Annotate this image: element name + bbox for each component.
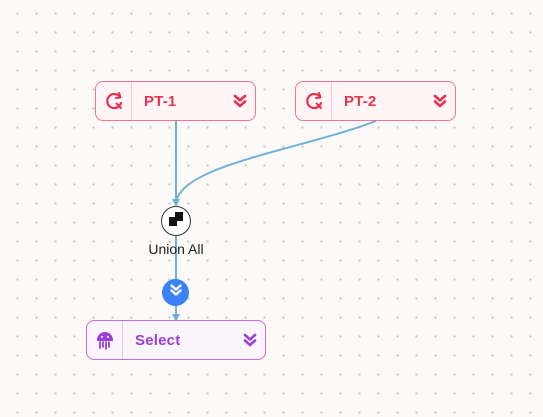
expand-button[interactable] [162, 279, 189, 306]
union-icon [167, 210, 185, 233]
node-select[interactable]: Select [86, 320, 266, 360]
node-select-label: Select [135, 331, 181, 349]
chevron-double-down-icon[interactable] [235, 333, 265, 347]
refresh-x-icon [296, 82, 332, 120]
node-pt2-label: PT-2 [344, 92, 377, 110]
chevron-double-down-icon [169, 283, 183, 302]
edge-pt2-union [175, 120, 377, 204]
node-pt1-label: PT-1 [144, 92, 177, 110]
jellyfish-icon [87, 321, 123, 359]
chevron-double-down-icon[interactable] [425, 94, 455, 108]
node-union-all[interactable] [161, 206, 191, 236]
node-pt2[interactable]: PT-2 [295, 81, 456, 121]
refresh-x-icon [96, 82, 132, 120]
node-pt1[interactable]: PT-1 [95, 81, 256, 121]
node-union-all-label: Union All [148, 241, 204, 257]
chevron-double-down-icon[interactable] [225, 94, 255, 108]
